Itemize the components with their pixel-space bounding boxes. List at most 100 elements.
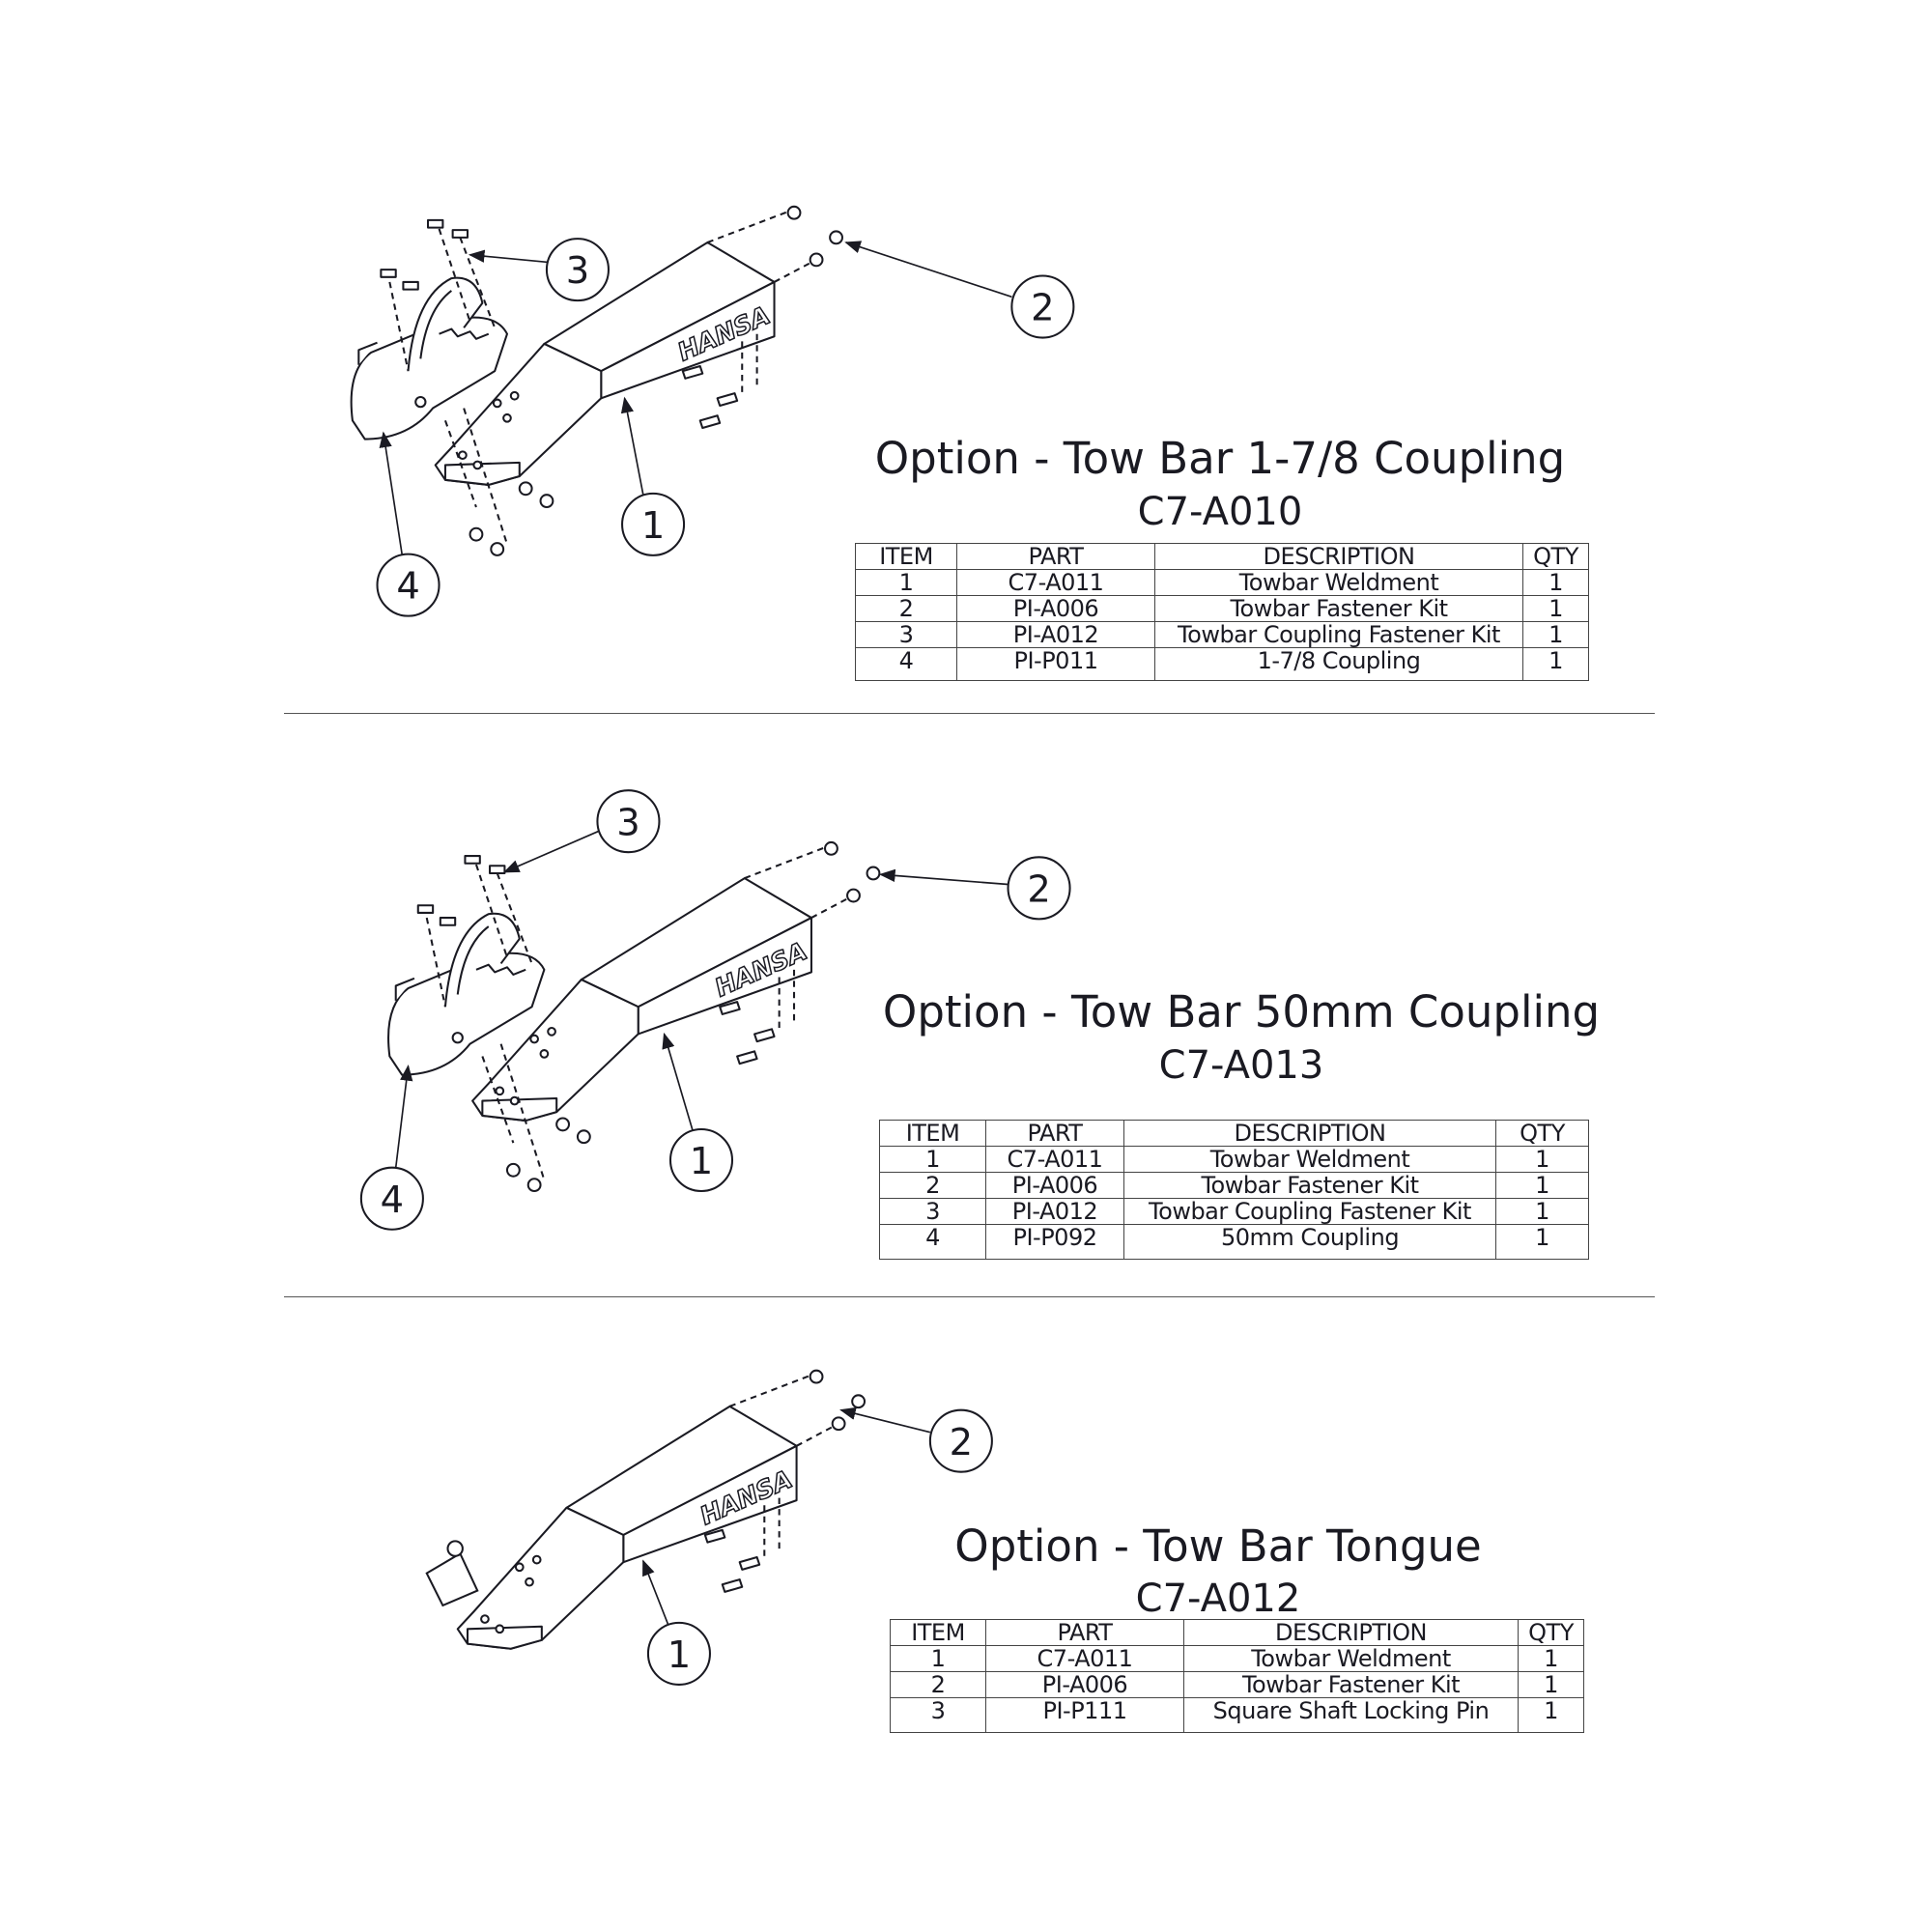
part-cell: PI-P011 bbox=[956, 647, 1155, 681]
svg-text:2: 2 bbox=[1031, 287, 1054, 330]
qty-cell: 1 bbox=[1522, 647, 1589, 681]
header-part: PART bbox=[985, 1619, 1184, 1646]
qty-cell: 1 bbox=[1495, 1172, 1589, 1199]
svg-text:2: 2 bbox=[1027, 867, 1050, 911]
callout-balloon-4: 4 bbox=[376, 553, 440, 617]
qty-cell: 1 bbox=[1495, 1224, 1589, 1260]
item-cell: 1 bbox=[890, 1645, 986, 1672]
part-cell: C7-A011 bbox=[985, 1146, 1124, 1173]
description-cell: Towbar Fastener Kit bbox=[1183, 1671, 1519, 1698]
description-cell: Towbar Fastener Kit bbox=[1123, 1172, 1496, 1199]
header-qty: QTY bbox=[1522, 543, 1589, 570]
assembly-part-number: C7-A013 bbox=[1158, 1043, 1324, 1088]
section-title: Option - Tow Bar 1-7/8 Coupling bbox=[874, 433, 1566, 484]
callout-balloon-1: 1 bbox=[646, 1621, 711, 1686]
header-item: ITEM bbox=[890, 1619, 986, 1646]
callout-balloon-2: 2 bbox=[928, 1408, 993, 1473]
header-item: ITEM bbox=[879, 1120, 986, 1147]
table-header-row: ITEM PART DESCRIPTION QTY bbox=[879, 1120, 1589, 1147]
description-cell: Towbar Weldment bbox=[1154, 569, 1523, 596]
section-title: Option - Tow Bar 50mm Coupling bbox=[882, 986, 1601, 1037]
item-cell: 3 bbox=[890, 1697, 986, 1733]
item-cell: 1 bbox=[855, 569, 957, 596]
svg-text:3: 3 bbox=[566, 249, 589, 293]
assembly-part-number: C7-A010 bbox=[1137, 490, 1303, 534]
callout-balloon-1: 1 bbox=[621, 492, 686, 556]
header-item: ITEM bbox=[855, 543, 957, 570]
qty-cell: 1 bbox=[1495, 1146, 1589, 1173]
header-part: PART bbox=[956, 543, 1155, 570]
qty-cell: 1 bbox=[1522, 569, 1589, 596]
part-cell: PI-A006 bbox=[956, 595, 1155, 622]
callout-balloon-3: 3 bbox=[545, 238, 610, 302]
qty-cell: 1 bbox=[1518, 1697, 1584, 1733]
qty-cell: 1 bbox=[1522, 595, 1589, 622]
qty-cell: 1 bbox=[1518, 1671, 1584, 1698]
part-cell: C7-A011 bbox=[956, 569, 1155, 596]
description-cell: 50mm Coupling bbox=[1123, 1224, 1496, 1260]
svg-text:3: 3 bbox=[616, 801, 639, 844]
part-cell: PI-P111 bbox=[985, 1697, 1184, 1733]
callout-balloon-4: 4 bbox=[359, 1166, 424, 1231]
assembly-part-number: C7-A012 bbox=[1135, 1577, 1301, 1621]
description-cell: Towbar Fastener Kit bbox=[1154, 595, 1523, 622]
item-cell: 4 bbox=[855, 647, 957, 681]
part-cell: PI-A012 bbox=[985, 1198, 1124, 1225]
callout-balloon-3: 3 bbox=[596, 789, 661, 854]
part-cell: PI-P092 bbox=[985, 1224, 1124, 1260]
part-cell: PI-A006 bbox=[985, 1172, 1124, 1199]
header-description: DESCRIPTION bbox=[1123, 1120, 1496, 1147]
callout-balloon-1: 1 bbox=[668, 1127, 734, 1193]
qty-cell: 1 bbox=[1518, 1645, 1584, 1672]
qty-cell: 1 bbox=[1495, 1198, 1589, 1225]
description-cell: Square Shaft Locking Pin bbox=[1183, 1697, 1519, 1733]
part-cell: C7-A011 bbox=[985, 1645, 1184, 1672]
table-header-row: ITEM PART DESCRIPTION QTY bbox=[855, 543, 1589, 570]
svg-text:1: 1 bbox=[668, 1634, 691, 1677]
table-header-row: ITEM PART DESCRIPTION QTY bbox=[890, 1619, 1584, 1646]
svg-text:4: 4 bbox=[381, 1179, 404, 1222]
qty-cell: 1 bbox=[1522, 621, 1589, 648]
header-qty: QTY bbox=[1495, 1120, 1589, 1147]
item-cell: 1 bbox=[879, 1146, 986, 1173]
description-cell: Towbar Weldment bbox=[1183, 1645, 1519, 1672]
item-cell: 2 bbox=[890, 1671, 986, 1698]
header-description: DESCRIPTION bbox=[1183, 1619, 1519, 1646]
header-part: PART bbox=[985, 1120, 1124, 1147]
section-title: Option - Tow Bar Tongue bbox=[954, 1520, 1482, 1572]
header-description: DESCRIPTION bbox=[1154, 543, 1523, 570]
description-cell: 1-7/8 Coupling bbox=[1154, 647, 1523, 681]
callout-balloon-2: 2 bbox=[1010, 274, 1075, 339]
callout-balloon-2: 2 bbox=[1007, 856, 1071, 921]
item-cell: 3 bbox=[855, 621, 957, 648]
item-cell: 3 bbox=[879, 1198, 986, 1225]
header-qty: QTY bbox=[1518, 1619, 1584, 1646]
item-cell: 2 bbox=[879, 1172, 986, 1199]
svg-text:1: 1 bbox=[641, 504, 665, 548]
item-cell: 2 bbox=[855, 595, 957, 622]
description-cell: Towbar Weldment bbox=[1123, 1146, 1496, 1173]
part-cell: PI-A006 bbox=[985, 1671, 1184, 1698]
svg-text:2: 2 bbox=[950, 1421, 973, 1464]
section-divider bbox=[284, 1296, 1655, 1297]
section-divider bbox=[284, 713, 1655, 714]
locking-pin bbox=[425, 1540, 479, 1607]
svg-text:4: 4 bbox=[396, 565, 419, 609]
part-cell: PI-A012 bbox=[956, 621, 1155, 648]
description-cell: Towbar Coupling Fastener Kit bbox=[1154, 621, 1523, 648]
description-cell: Towbar Coupling Fastener Kit bbox=[1123, 1198, 1496, 1225]
